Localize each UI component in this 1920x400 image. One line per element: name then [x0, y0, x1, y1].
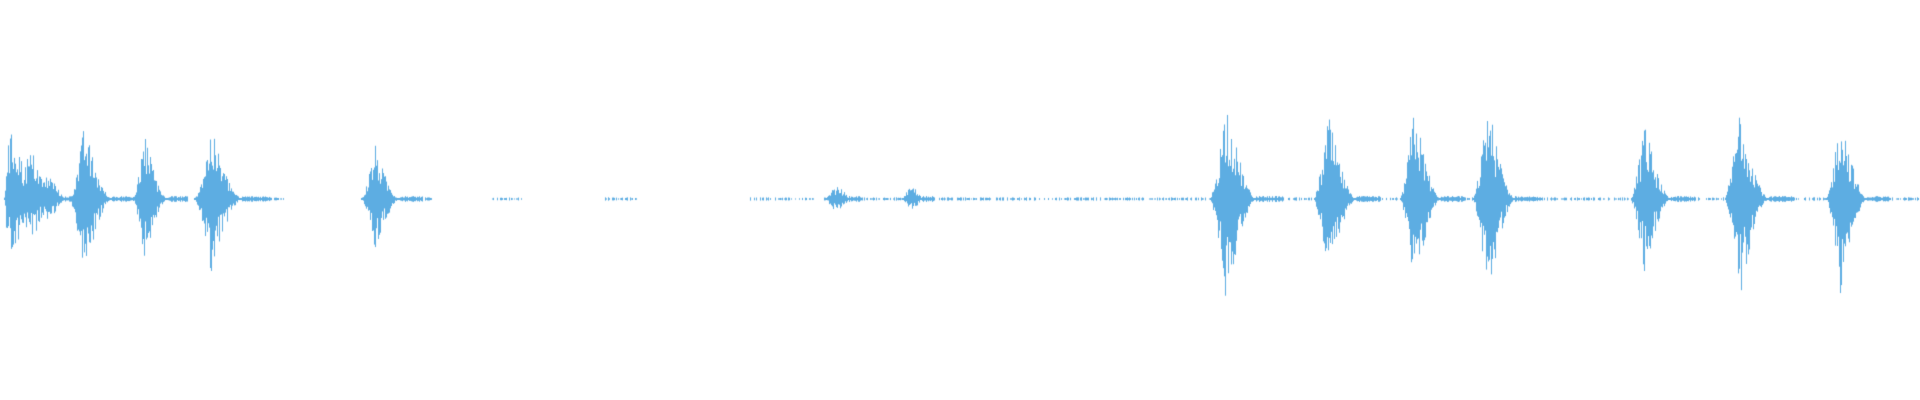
audio-waveform — [0, 0, 1920, 400]
